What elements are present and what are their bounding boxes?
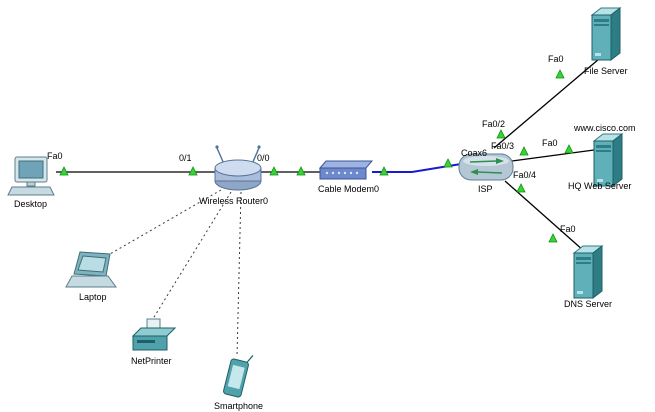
link-up-indicator bbox=[296, 166, 306, 176]
wireless-link-netprinter[interactable] bbox=[150, 191, 232, 323]
dns-server-icon[interactable] bbox=[573, 245, 603, 299]
link-up-indicator bbox=[548, 233, 558, 243]
device-label-laptop: Laptop bbox=[79, 292, 107, 302]
device-label-wireless-router: Wireless Router0 bbox=[199, 196, 268, 206]
port-label-isp-fa0-2: Fa0/2 bbox=[482, 119, 505, 129]
link-up-indicator bbox=[564, 144, 574, 154]
port-label-router-0-0: 0/0 bbox=[257, 153, 270, 163]
link-isp-dnsserver[interactable] bbox=[504, 180, 585, 252]
link-up-indicator bbox=[496, 129, 506, 139]
link-up-indicator bbox=[188, 166, 198, 176]
port-label-dnsserver-fa0: Fa0 bbox=[560, 224, 576, 234]
link-up-indicator bbox=[443, 158, 453, 168]
annotation-www-cisco-com: www.cisco.com bbox=[573, 123, 636, 133]
port-label-isp-fa0-3: Fa0/3 bbox=[491, 141, 514, 151]
link-up-indicator bbox=[555, 69, 565, 79]
device-label-hq-web-server: HQ Web Server bbox=[568, 181, 631, 191]
device-label-cable-modem: Cable Modem0 bbox=[318, 184, 379, 194]
port-label-coax6: Coax6 bbox=[461, 148, 487, 158]
netprinter-icon[interactable] bbox=[131, 318, 177, 351]
device-label-smartphone: Smartphone bbox=[214, 401, 263, 411]
cable-modem-icon[interactable] bbox=[318, 160, 374, 180]
smartphone-icon[interactable] bbox=[223, 351, 254, 399]
wireless-link-smartphone[interactable] bbox=[236, 191, 242, 358]
link-up-indicator bbox=[59, 166, 69, 176]
device-label-file-server: File Server bbox=[584, 66, 628, 76]
wireless-router-icon[interactable] bbox=[214, 145, 262, 191]
port-label-router-0-1: 0/1 bbox=[179, 153, 192, 163]
isp-router-icon[interactable] bbox=[458, 153, 514, 181]
device-label-isp: ISP bbox=[478, 184, 493, 194]
hq-web-server-icon[interactable] bbox=[593, 133, 623, 187]
file-server-icon[interactable] bbox=[591, 7, 621, 61]
port-label-isp-fa0-4: Fa0/4 bbox=[513, 170, 536, 180]
link-up-indicator bbox=[269, 166, 279, 176]
port-label-webserver-fa0: Fa0 bbox=[542, 138, 558, 148]
link-up-indicator bbox=[516, 183, 526, 193]
device-label-dns-server: DNS Server bbox=[564, 299, 612, 309]
desktop-icon[interactable] bbox=[7, 156, 55, 196]
device-label-netprinter: NetPrinter bbox=[131, 356, 172, 366]
link-up-indicator bbox=[519, 146, 529, 156]
link-isp-fileserver[interactable] bbox=[493, 58, 600, 149]
link-up-indicator bbox=[379, 166, 389, 176]
port-label-fileserver-fa0: Fa0 bbox=[548, 54, 564, 64]
link-isp-webserver[interactable] bbox=[511, 149, 595, 162]
laptop-icon[interactable] bbox=[65, 251, 117, 288]
device-label-desktop: Desktop bbox=[14, 199, 47, 209]
port-label-desktop-fa0: Fa0 bbox=[47, 151, 63, 161]
